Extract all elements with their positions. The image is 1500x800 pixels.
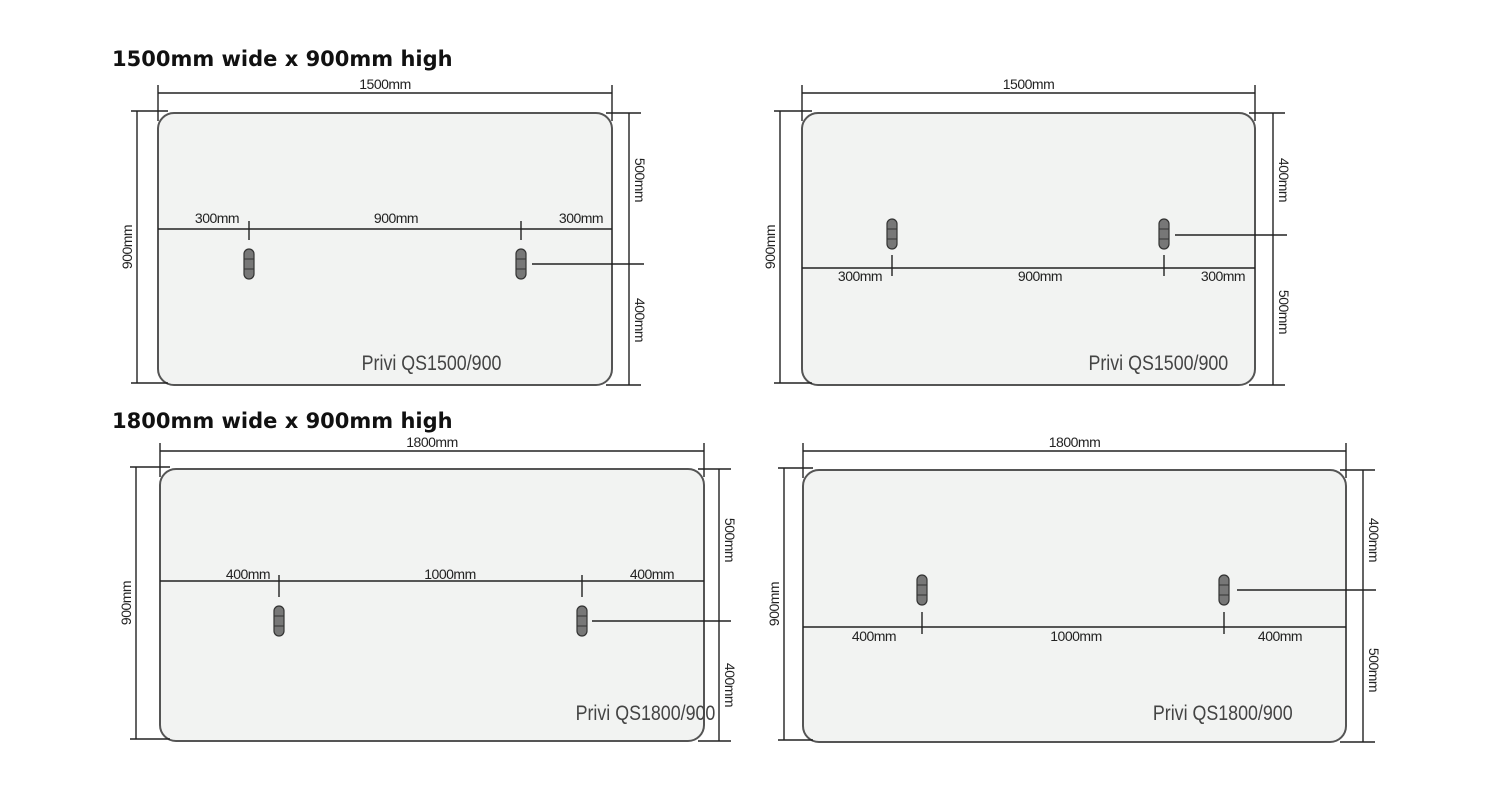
width-label: 1800mm bbox=[1049, 434, 1100, 450]
mounting-clip-icon bbox=[273, 605, 285, 637]
upper-height-label: 500mm bbox=[722, 518, 738, 562]
clip-body bbox=[886, 218, 898, 250]
clip-spacing-label: 300mm bbox=[838, 268, 882, 284]
clip-spacing-label: 900mm bbox=[1018, 268, 1062, 284]
screen-panel bbox=[157, 112, 613, 386]
mounting-clip-icon bbox=[515, 248, 527, 280]
clip-body bbox=[1158, 218, 1170, 250]
width-label: 1500mm bbox=[359, 76, 410, 92]
clip-spacing-label: 400mm bbox=[852, 628, 896, 644]
width-label: 1800mm bbox=[406, 434, 457, 450]
clip-spacing-label: 1000mm bbox=[1050, 628, 1101, 644]
section-heading-1800: 1800mm wide x 900mm high bbox=[112, 409, 453, 433]
clip-spacing-label: 300mm bbox=[195, 210, 239, 226]
clip-spacing-label: 300mm bbox=[1201, 268, 1245, 284]
panel-drawing: 1500mm 900mm 500mm 400mm 300mm 900mm 300mmPriv… bbox=[119, 76, 648, 386]
upper-height-label: 500mm bbox=[632, 158, 648, 202]
upper-height-label: 400mm bbox=[1276, 158, 1292, 202]
clip-body bbox=[1218, 574, 1230, 606]
clip-body bbox=[576, 605, 588, 637]
upper-height-label: 400mm bbox=[1366, 518, 1382, 562]
mounting-clip-icon bbox=[1218, 574, 1230, 606]
product-label: Privi QS1500/900 bbox=[1088, 352, 1228, 376]
clip-spacing-label: 300mm bbox=[559, 210, 603, 226]
clip-spacing-label: 400mm bbox=[630, 566, 674, 582]
clip-spacing-label: 900mm bbox=[374, 210, 418, 226]
product-label: Privi QS1800/900 bbox=[1153, 702, 1293, 726]
lower-height-label: 500mm bbox=[1276, 290, 1292, 334]
screen-panel bbox=[802, 469, 1347, 743]
product-label: Privi QS1800/900 bbox=[576, 702, 716, 726]
panel-drawing: 1800mm 900mm 400mm 500mm 400mm 1000mm 400mmPri… bbox=[766, 434, 1382, 743]
height-label: 900mm bbox=[118, 581, 134, 625]
width-label: 1500mm bbox=[1003, 76, 1054, 92]
height-label: 900mm bbox=[119, 225, 135, 269]
section-heading-1500: 1500mm wide x 900mm high bbox=[112, 47, 453, 71]
screen-panel bbox=[801, 112, 1256, 386]
product-label: Privi QS1500/900 bbox=[362, 352, 502, 376]
mounting-clip-icon bbox=[576, 605, 588, 637]
panel-drawing: 1800mm 900mm 500mm 400mm 400mm 1000mm 400mmPri… bbox=[118, 434, 738, 742]
clip-body bbox=[243, 248, 255, 280]
mounting-clip-icon bbox=[1158, 218, 1170, 250]
clip-spacing-label: 400mm bbox=[226, 566, 270, 582]
lower-height-label: 500mm bbox=[1366, 648, 1382, 692]
lower-height-label: 400mm bbox=[632, 298, 648, 342]
screen-panel bbox=[159, 468, 705, 742]
lower-height-label: 400mm bbox=[722, 663, 738, 707]
mounting-clip-icon bbox=[916, 574, 928, 606]
height-label: 900mm bbox=[762, 225, 778, 269]
panel-drawing: 1500mm 900mm 400mm 500mm 300mm 900mm 300mmPriv… bbox=[762, 76, 1292, 386]
mounting-clip-icon bbox=[243, 248, 255, 280]
clip-spacing-label: 400mm bbox=[1258, 628, 1302, 644]
clip-body bbox=[273, 605, 285, 637]
clip-spacing-label: 1000mm bbox=[424, 566, 475, 582]
mounting-clip-icon bbox=[886, 218, 898, 250]
clip-body bbox=[916, 574, 928, 606]
clip-body bbox=[515, 248, 527, 280]
height-label: 900mm bbox=[766, 582, 782, 626]
